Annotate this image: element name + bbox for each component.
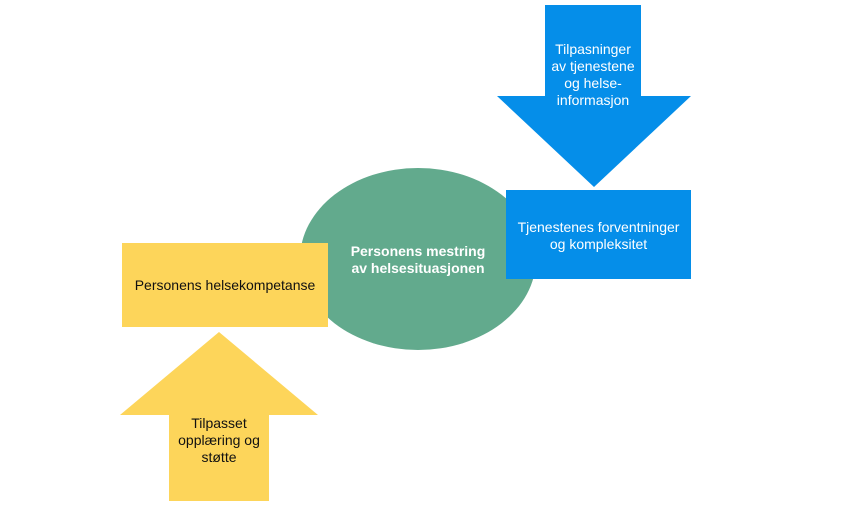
adaptations-down-arrow xyxy=(497,5,691,187)
service-expectations-box xyxy=(506,190,691,279)
adaptations-label: Tilpasninger av tjenestene og helse- inf… xyxy=(551,41,635,108)
health-competence-box xyxy=(122,243,328,327)
health-competence-label: Personens helsekompetanse xyxy=(134,276,316,293)
coping-label: Personens mestring av helsesituasjonen xyxy=(350,243,486,276)
adapted-training-up-arrow xyxy=(120,332,318,501)
adapted-training-label: Tilpasset opplæring og støtte xyxy=(178,414,260,465)
coping-ellipse xyxy=(300,168,536,350)
service-expectations-label: Tjenestenes forventninger og kompleksite… xyxy=(517,219,680,252)
